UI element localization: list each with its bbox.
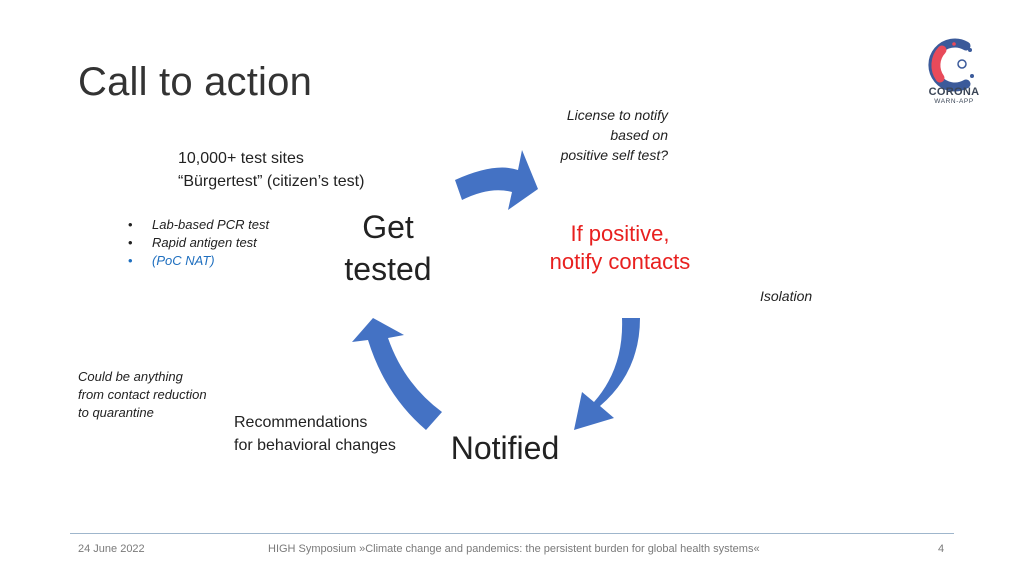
license-note-line: based on [610,127,668,143]
list-item: Lab-based PCR test [128,216,269,234]
arrow-to-notified [574,318,640,430]
quarantine-note-line: from contact reduction [78,387,207,402]
list-item: (PoC NAT) [128,252,269,270]
get-tested-label: Get tested [318,206,458,290]
test-types-list: Lab-based PCR test Rapid antigen test (P… [128,216,269,270]
positive-line: If positive, [570,221,670,246]
footer-divider [70,533,954,534]
license-note: License to notify based on positive self… [520,105,668,165]
page-number: 4 [938,543,945,555]
get-tested-line: tested [344,251,432,287]
corona-warn-app-logo-icon [928,38,974,92]
get-tested-line: Get [362,209,414,245]
test-sites-text: 10,000+ test sites “Bürgertest” (citizen… [178,147,364,193]
logo-wordmark: CORONA [928,86,980,98]
test-sites-line: 10,000+ test sites [178,150,304,167]
quarantine-note: Could be anything from contact reduction… [78,368,207,422]
quarantine-note-line: to quarantine [78,405,154,420]
recommendations-line: Recommendations [234,414,368,431]
positive-line: notify contacts [549,249,691,274]
slide-title: Call to action [78,60,313,104]
recommendations-line: for behavioral changes [234,437,396,454]
arrow-to-get-tested [352,318,442,430]
license-note-line: License to notify [566,107,668,123]
footer-date: 24 June 2022 [78,543,145,555]
test-sites-line: “Bürgertest” (citizen’s test) [178,173,365,190]
notified-label: Notified [450,430,560,466]
arrow-to-positive [455,150,538,210]
recommendations-text: Recommendations for behavioral changes [234,411,396,457]
isolation-note: Isolation [760,288,813,304]
quarantine-note-line: Could be anything [78,369,183,384]
list-item: Rapid antigen test [128,234,269,252]
logo-subtitle: WARN-APP [934,98,974,105]
positive-label: If positive, notify contacts [530,220,710,276]
license-note-line: positive self test? [560,147,668,163]
footer-event: HIGH Symposium »Climate change and pande… [268,543,760,555]
